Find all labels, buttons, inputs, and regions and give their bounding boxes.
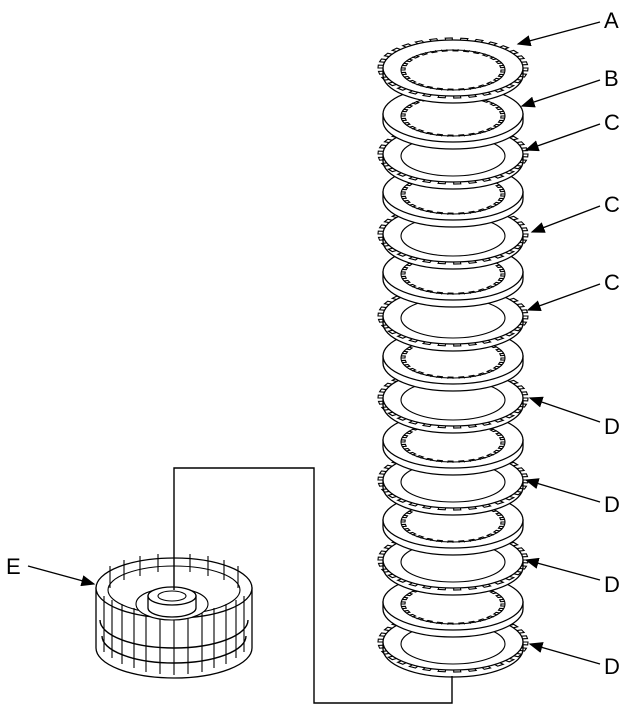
- clutch-disc: [377, 37, 529, 104]
- clutch-disc: [382, 85, 524, 150]
- callout-c-3: C: [526, 270, 620, 311]
- clutch-disc-stack: [377, 37, 529, 678]
- label-e: E: [6, 554, 21, 579]
- callout-d-3: D: [524, 557, 620, 597]
- callout-d-2: D: [524, 478, 620, 517]
- callout-c-1: C: [524, 110, 620, 152]
- label-d-3: D: [604, 572, 620, 597]
- callout-d-1: D: [528, 396, 620, 439]
- clutch-disc: [377, 285, 529, 352]
- label-b: B: [604, 66, 619, 91]
- callout-b: B: [520, 66, 619, 108]
- label-d-2: D: [604, 492, 620, 517]
- clutch-drum: [95, 554, 253, 679]
- label-c-3: C: [604, 270, 620, 295]
- label-d-4: D: [604, 654, 620, 679]
- label-c-2: C: [604, 192, 620, 217]
- label-a: A: [604, 8, 619, 33]
- label-c-1: C: [604, 110, 620, 135]
- callout-a: A: [516, 8, 619, 47]
- assembly-bracket-line: [173, 467, 453, 704]
- callout-e: E: [6, 554, 96, 587]
- callout-d-4: D: [528, 642, 620, 679]
- label-d-1: D: [604, 414, 620, 439]
- callout-c-2: C: [530, 192, 620, 233]
